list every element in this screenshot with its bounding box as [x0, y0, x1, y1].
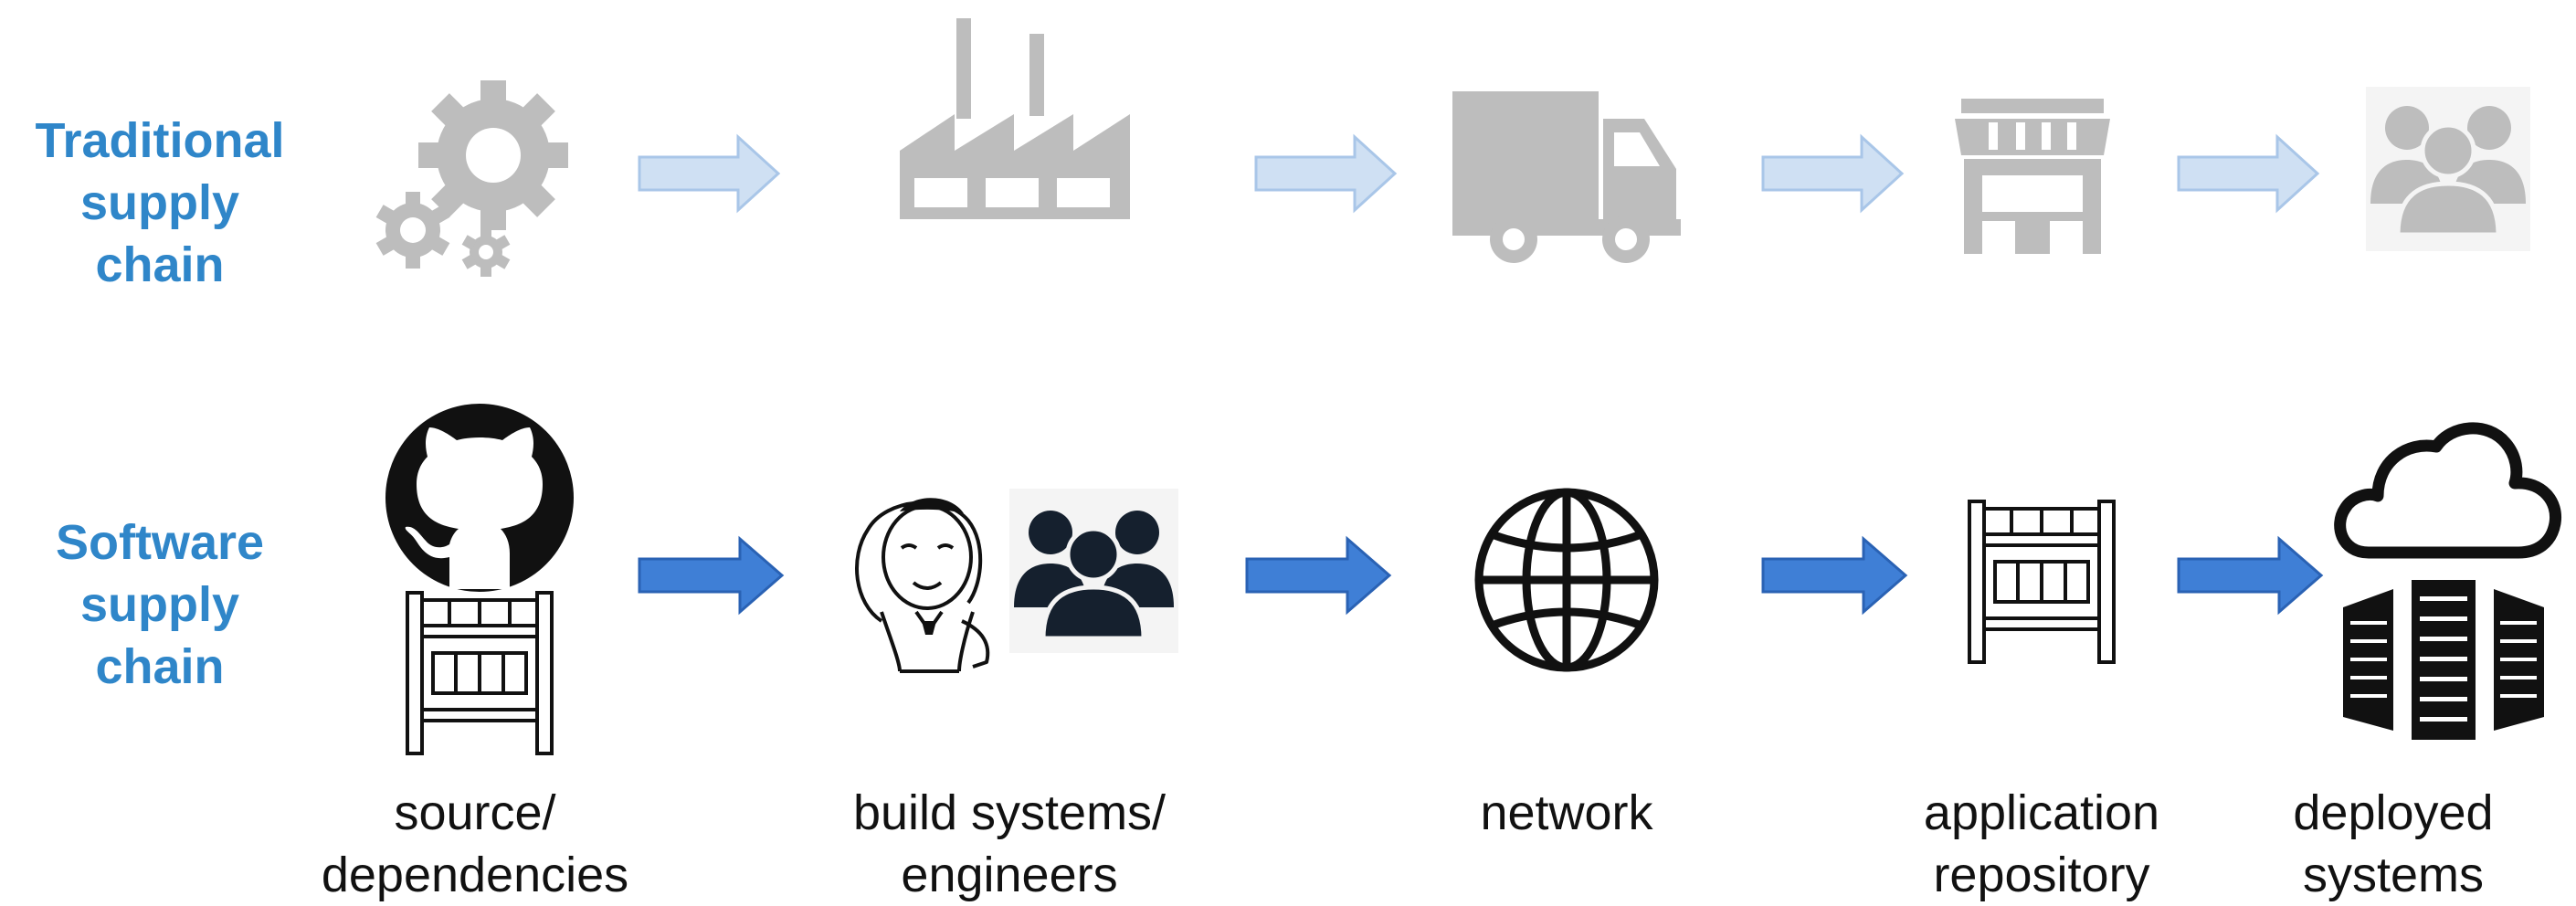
truck-icon	[1452, 91, 1681, 263]
software-arrow-2	[1245, 535, 1392, 616]
gears-icon	[375, 80, 568, 277]
caption-line: network	[1480, 785, 1653, 840]
caption-line: repository	[1933, 848, 2150, 902]
traditional-row-label: Traditional supply chain	[9, 110, 311, 296]
caption-network: network	[1366, 782, 1768, 844]
engineers-icon	[1009, 489, 1178, 653]
caption-application-repository: application repository	[1841, 782, 2243, 906]
software-arrow-1	[638, 535, 785, 616]
caption-build-systems-engineers: build systems/ engineers	[808, 782, 1210, 906]
label-line: supply	[79, 175, 240, 230]
software-row-label: Software supply chain	[9, 511, 311, 698]
label-line: Software	[55, 515, 265, 570]
cloud-icon	[2334, 422, 2562, 559]
jenkins-icon	[855, 498, 990, 673]
caption-deployed-systems: deployed systems	[2224, 782, 2562, 906]
github-icon	[385, 404, 574, 592]
traditional-arrow-1	[638, 133, 781, 214]
app-repository-crate-icon	[1968, 500, 2116, 664]
caption-line: deployed	[2293, 785, 2494, 840]
caption-line: source/	[394, 785, 556, 840]
label-line: chain	[95, 639, 225, 694]
caption-line: systems	[2302, 848, 2485, 902]
traditional-arrow-3	[1761, 133, 1905, 214]
caption-line: build systems/	[852, 785, 1167, 840]
software-arrow-4	[2177, 535, 2324, 616]
label-line: supply	[79, 577, 240, 632]
cloud-server-icon	[2334, 422, 2562, 740]
caption-line: dependencies	[321, 848, 629, 902]
crate-icon	[406, 591, 554, 755]
factory-icon	[900, 18, 1130, 219]
software-arrow-3	[1761, 535, 1908, 616]
caption-line: application	[1923, 785, 2160, 840]
caption-line: engineers	[901, 848, 1118, 902]
traditional-arrow-4	[2177, 133, 2320, 214]
store-icon	[1955, 99, 2110, 254]
traditional-arrow-2	[1254, 133, 1398, 214]
globe-icon	[1474, 488, 1659, 672]
people-icon	[2366, 87, 2530, 251]
caption-source-dependencies: source/ dependencies	[274, 782, 676, 906]
label-line: chain	[95, 237, 225, 292]
label-line: Traditional	[35, 113, 285, 168]
